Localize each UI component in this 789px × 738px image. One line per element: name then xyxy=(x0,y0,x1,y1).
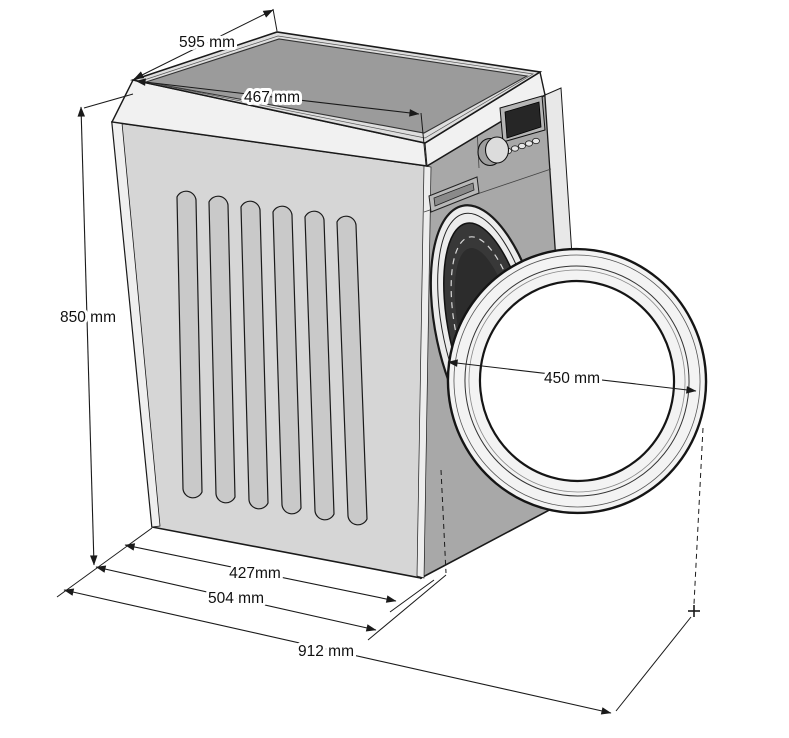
dimension-top-width: 467 mm xyxy=(135,78,420,117)
dimension-door-diameter: 450 mm xyxy=(447,359,697,394)
panel-button xyxy=(511,145,519,152)
control-panel xyxy=(428,95,546,213)
dim-label-depth-door-open: 912 mm xyxy=(298,643,354,660)
floor-point-cross xyxy=(688,605,700,617)
front-left-corner-strip xyxy=(416,165,432,579)
extension-line-floor-front xyxy=(389,579,435,613)
extension-line-hinge-drop-dashed xyxy=(440,469,447,574)
side-panel xyxy=(111,121,428,579)
panel-button xyxy=(525,140,533,147)
dim-label-door-diameter: 450 mm xyxy=(544,370,600,387)
button-row xyxy=(504,137,540,155)
extension-line-top-front xyxy=(420,112,427,166)
extension-line-floor-door-open xyxy=(615,616,692,712)
side-panel-grooves xyxy=(176,190,368,526)
extension-line-height-top xyxy=(83,93,134,109)
panel-button xyxy=(532,137,540,145)
program-knob xyxy=(484,136,510,164)
side-panel-groove xyxy=(304,210,335,521)
dim-label-depth-with-door: 504 mm xyxy=(208,590,264,607)
side-panel-groove xyxy=(336,215,368,526)
side-panel-groove xyxy=(272,205,302,515)
dimension-top-depth: 595 mm xyxy=(133,9,274,80)
dim-label-top-depth: 595 mm xyxy=(179,34,235,51)
dimension-annotations: 595 mm 467 mm 850 mm 450 mm 427mm 504 mm xyxy=(56,8,704,715)
side-panel-groove xyxy=(176,190,203,499)
door-rim-line xyxy=(453,254,701,508)
extension-line-floor-door xyxy=(367,574,447,641)
side-panel-groove xyxy=(208,195,236,504)
display-screen xyxy=(504,101,542,139)
extension-line-floor-back xyxy=(56,527,153,598)
dim-label-height: 850 mm xyxy=(60,309,116,326)
lid-skirt-crease xyxy=(424,142,428,167)
dimension-depth-door-open: 912 mm xyxy=(63,588,612,715)
side-panel-groove xyxy=(240,200,269,510)
dim-label-body-depth: 427mm xyxy=(229,565,281,582)
dim-label-top-width: 467 mm xyxy=(244,89,300,106)
dimension-height: 850 mm xyxy=(57,106,119,566)
detergent-drawer-handle xyxy=(433,182,475,207)
extension-line-door-drop-dashed xyxy=(693,427,704,605)
panel-button xyxy=(518,142,526,150)
extension-line-top-back xyxy=(272,8,278,32)
